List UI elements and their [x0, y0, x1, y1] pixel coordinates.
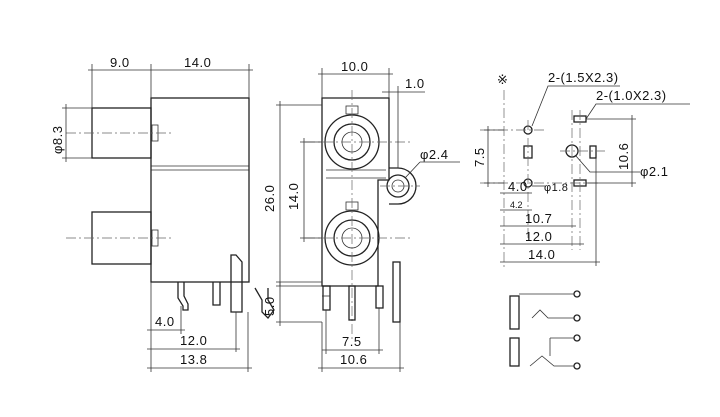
dim-side-138: 13.8 [180, 352, 207, 367]
schematic-terminal [573, 290, 581, 298]
dim-side-12: 12.0 [180, 333, 207, 348]
schematic-terminal [573, 334, 581, 342]
pcb-note-slot1: 2-(1.5X2.3) [548, 70, 619, 85]
dim-front-offset: 1.0 [405, 76, 425, 91]
upper-jack-ring [333, 123, 371, 161]
side-pin-3 [254, 287, 275, 319]
side-pin-2 [212, 282, 221, 306]
side-view: 9.0 14.0 φ8.3 4.0 12.0 13.8 [50, 55, 275, 372]
dim-pcb-hole18: φ1.8 [544, 182, 568, 194]
dim-pcb-120: 12.0 [525, 229, 552, 244]
side-pin-1 [177, 282, 189, 311]
dim-front-lead: 5.0 [262, 296, 277, 316]
dim-pcb-hole21: φ2.1 [640, 164, 669, 179]
dim-front-pitch: 14.0 [286, 183, 301, 210]
dim-pcb-42: 4.2 [510, 200, 523, 210]
dim-side-14: 14.0 [184, 55, 211, 70]
leader-line [585, 103, 690, 120]
schematic-jack-body [509, 295, 520, 330]
dim-front-height: 26.0 [262, 185, 277, 212]
front-pin-2 [348, 285, 356, 321]
dim-side-dia: φ8.3 [50, 125, 65, 154]
dim-front-hole: φ2.4 [420, 147, 449, 162]
side-body [150, 97, 250, 283]
dim-pcb-75: 7.5 [472, 147, 487, 167]
leader-line [404, 161, 421, 179]
pcb-note-slot2: 2-(1.0X2.3) [596, 88, 667, 103]
dim-pcb-140: 14.0 [528, 247, 555, 262]
dim-pcb-106: 10.6 [616, 143, 631, 170]
schematic-jack-body [509, 337, 520, 367]
schematic-terminal [573, 314, 581, 322]
schematic-terminal [573, 362, 581, 370]
dim-side-pin: 4.0 [155, 314, 175, 329]
front-pin-3 [375, 285, 384, 309]
dim-pcb-40: 4.0 [508, 179, 528, 194]
schematic [509, 290, 581, 370]
front-body [321, 97, 390, 287]
pcb-layout: ※ 2-(1.5X2.3) 2-(1.0X2.3) 7.5 10.6 [472, 70, 690, 268]
dim-front-width: 10.0 [341, 59, 368, 74]
upper-jack-outer [324, 114, 380, 170]
leader-line [531, 85, 620, 127]
dim-front-base: 10.6 [340, 352, 367, 367]
side-mount-tab [230, 254, 243, 313]
schematic-wire [531, 309, 574, 319]
pcb-mark: ※ [497, 72, 508, 87]
leader-line [575, 155, 640, 173]
dim-front-pins: 7.5 [342, 334, 362, 349]
front-pin-1 [322, 285, 331, 311]
front-view: 10.0 1.0 26.0 14.0 5.0 φ2.4 7.5 10.6 [262, 59, 460, 372]
dim-side-9: 9.0 [110, 55, 130, 70]
front-mount-pin [392, 261, 401, 323]
schematic-wire [529, 355, 574, 367]
pcb-slot [589, 145, 597, 159]
dim-pcb-107: 10.7 [525, 211, 552, 226]
